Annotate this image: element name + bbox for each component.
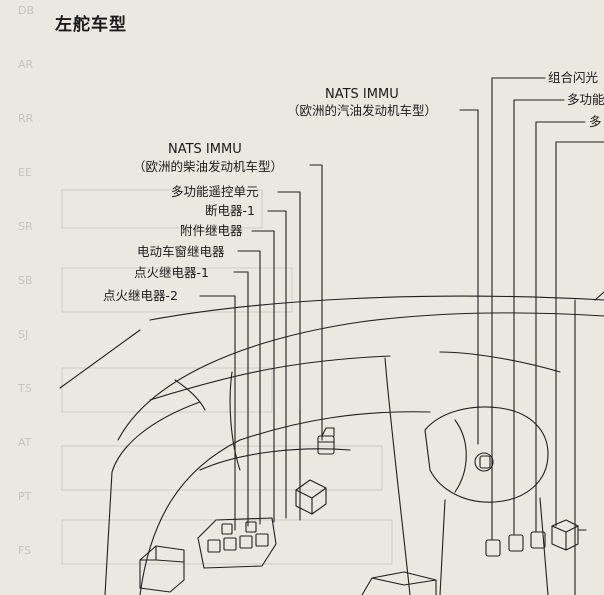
margin-mark: SJ <box>18 328 29 341</box>
margin-mark: SR <box>18 220 33 233</box>
relay-block <box>197 517 277 569</box>
right-relays <box>485 519 587 557</box>
fuse-box <box>139 545 185 593</box>
margin-mark: AT <box>18 436 32 449</box>
margin-mark: DB <box>18 4 35 17</box>
nats-diesel-subtitle: （欧洲的柴油发动机车型） <box>133 159 284 174</box>
page-title: 左舵车型 <box>55 15 127 35</box>
leader-lines <box>199 77 604 541</box>
label-combo-flasher: 组合闪光 <box>548 70 599 85</box>
label-breaker-1: 断电器-1 <box>205 203 255 218</box>
label-multi-function-a: 多功能 <box>567 92 604 107</box>
margin-mark: SB <box>18 274 33 287</box>
label-power-window-relay: 电动车窗继电器 <box>137 244 225 259</box>
margin-mark: AR <box>18 58 34 71</box>
nats-petrol-title: NATS IMMU <box>325 87 399 102</box>
label-ignition-relay-1: 点火继电器-1 <box>134 265 209 280</box>
center-console <box>361 571 437 595</box>
steering-column <box>424 406 549 595</box>
label-multi-remote-unit: 多功能遥控单元 <box>171 184 259 199</box>
label-ignition-relay-2: 点火继电器-2 <box>103 288 178 303</box>
margin-mark: RR <box>18 112 34 125</box>
bleed-through-boxes <box>61 189 393 565</box>
nats-diesel-title: NATS IMMU <box>168 142 242 157</box>
margin-mark: TS <box>18 382 32 395</box>
margin-mark: FS <box>18 544 32 557</box>
nats-petrol-unit <box>474 452 494 472</box>
nats-petrol-subtitle: （欧洲的汽油发动机车型） <box>287 103 438 118</box>
margin-mark: PT <box>18 490 32 503</box>
nats-diesel-unit <box>317 427 335 455</box>
label-multi-function-b: 多 <box>589 114 602 129</box>
multi-remote-unit <box>295 479 327 515</box>
label-accessory-relay: 附件继电器 <box>180 223 243 238</box>
margin-mark: EE <box>18 166 32 179</box>
